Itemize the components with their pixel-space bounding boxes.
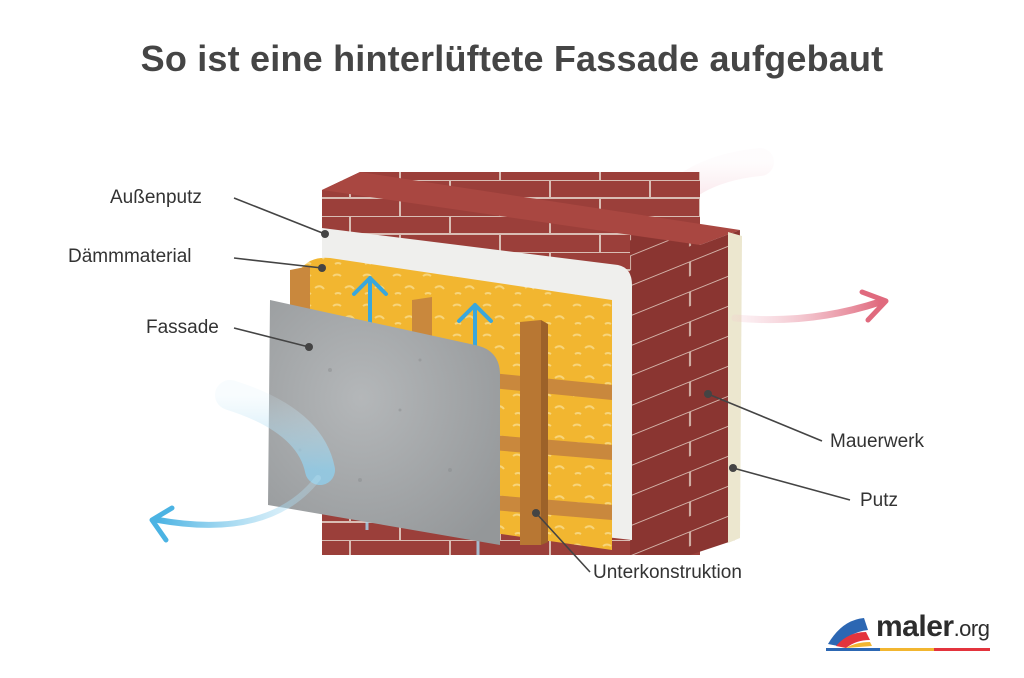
logo-suffix: .org — [953, 616, 990, 641]
logo-underline — [826, 648, 990, 651]
brick-wall-side — [630, 230, 740, 555]
label-unterkonstruktion: Unterkonstruktion — [593, 562, 742, 583]
leader-lines — [233, 197, 851, 573]
batten-v-right — [520, 320, 541, 545]
facade-panel — [268, 300, 500, 545]
brick-wall-top — [322, 172, 740, 245]
label-mauerwerk: Mauerwerk — [830, 431, 924, 452]
label-aussenputz: Außenputz — [110, 187, 202, 208]
dot-daemmmaterial — [318, 264, 326, 272]
logo-emblem-icon — [828, 618, 872, 648]
diagram-title: So ist eine hinterlüftete Fassade aufgeb… — [140, 38, 884, 79]
leader-dots — [305, 230, 737, 517]
air-gap-arrows — [352, 276, 493, 347]
cool-air-arrowhead — [149, 505, 175, 543]
maler-org-logo: maler.org — [824, 610, 994, 654]
dot-mauerwerk — [704, 390, 712, 398]
dot-fassade — [305, 343, 313, 351]
cool-air-swoosh — [215, 380, 335, 485]
logo-name: maler — [876, 610, 954, 643]
warm-air-arrow — [731, 298, 884, 324]
label-fassade: Fassade — [146, 317, 219, 338]
dot-putz — [729, 464, 737, 472]
panel-speckles — [298, 358, 452, 482]
warm-air-arrowhead — [859, 289, 889, 323]
dot-unterkonstruktion — [532, 509, 540, 517]
label-putz: Putz — [860, 490, 899, 511]
interior-plaster-strip — [728, 232, 742, 543]
cool-air-arrow — [155, 475, 321, 528]
batten-v-right-side — [541, 320, 548, 545]
label-daemmmaterial: Dämmmaterial — [68, 246, 192, 267]
dot-aussenputz — [321, 230, 329, 238]
